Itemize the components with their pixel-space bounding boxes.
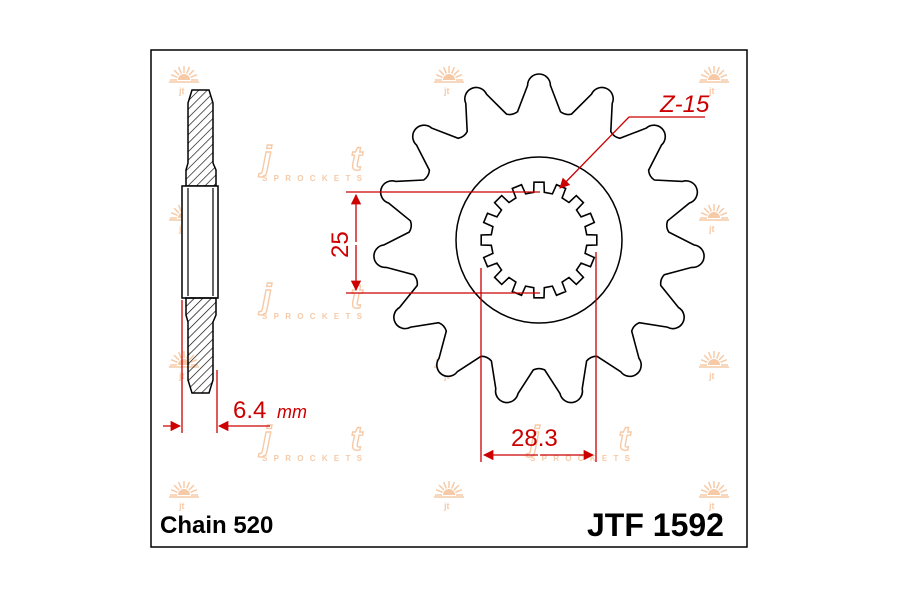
svg-text:jt: jt	[178, 501, 185, 511]
spline-bore	[480, 181, 598, 299]
svg-text:jt: jt	[708, 371, 715, 381]
svg-text:SPROCKETS: SPROCKETS	[530, 454, 631, 463]
side-view-tooth-top	[185, 89, 217, 187]
watermark-sun-icon: jt	[434, 481, 464, 511]
thickness-dimension: 6.4 mm	[163, 300, 307, 433]
watermark-sun-icon: jt	[699, 481, 729, 511]
spline-diameter-dimension: 25	[327, 191, 540, 294]
sprocket-side-view	[181, 89, 219, 394]
svg-text:jt: jt	[443, 86, 450, 96]
watermark-sun-icon: jt	[434, 66, 464, 96]
svg-text:jt: jt	[178, 86, 185, 96]
svg-text:jt: jt	[708, 224, 715, 234]
part-number-label: JTF 1592	[587, 507, 724, 543]
teeth-count-callout: Z-15	[559, 91, 710, 189]
sprocket-front-view	[373, 73, 705, 404]
watermark-sun-icon: jt	[699, 351, 729, 381]
drawing-frame	[150, 49, 748, 548]
chain-size-label: Chain 520	[160, 512, 273, 539]
inner-diameter-dimension: 28.3	[480, 252, 597, 462]
watermark-sun-icon: jt	[699, 204, 729, 234]
svg-text:jt: jt	[258, 140, 364, 178]
svg-text:jt: jt	[258, 420, 364, 458]
hub-circle	[455, 156, 623, 324]
watermark-sun-icon: jt	[169, 351, 199, 381]
svg-text:SPROCKETS: SPROCKETS	[262, 312, 363, 321]
svg-text:jt: jt	[708, 501, 715, 511]
spline-diameter-value: 25	[327, 231, 354, 258]
side-view-tooth-bottom	[185, 297, 217, 394]
watermark-sun-icon: jt	[699, 66, 729, 96]
svg-text:jt: jt	[178, 371, 185, 381]
inner-diameter-value: 28.3	[511, 425, 558, 452]
thickness-unit: mm	[277, 402, 307, 422]
thickness-value: 6.4	[233, 397, 266, 424]
watermark-sun-icon: jt	[169, 481, 199, 511]
svg-text:jt: jt	[258, 278, 364, 316]
teeth-count: Z-15	[659, 91, 710, 118]
watermark-sun-icon: jt	[169, 66, 199, 96]
svg-text:jt: jt	[443, 501, 450, 511]
svg-text:SPROCKETS: SPROCKETS	[262, 174, 363, 183]
svg-text:jt: jt	[708, 86, 715, 96]
svg-text:SPROCKETS: SPROCKETS	[262, 454, 363, 463]
